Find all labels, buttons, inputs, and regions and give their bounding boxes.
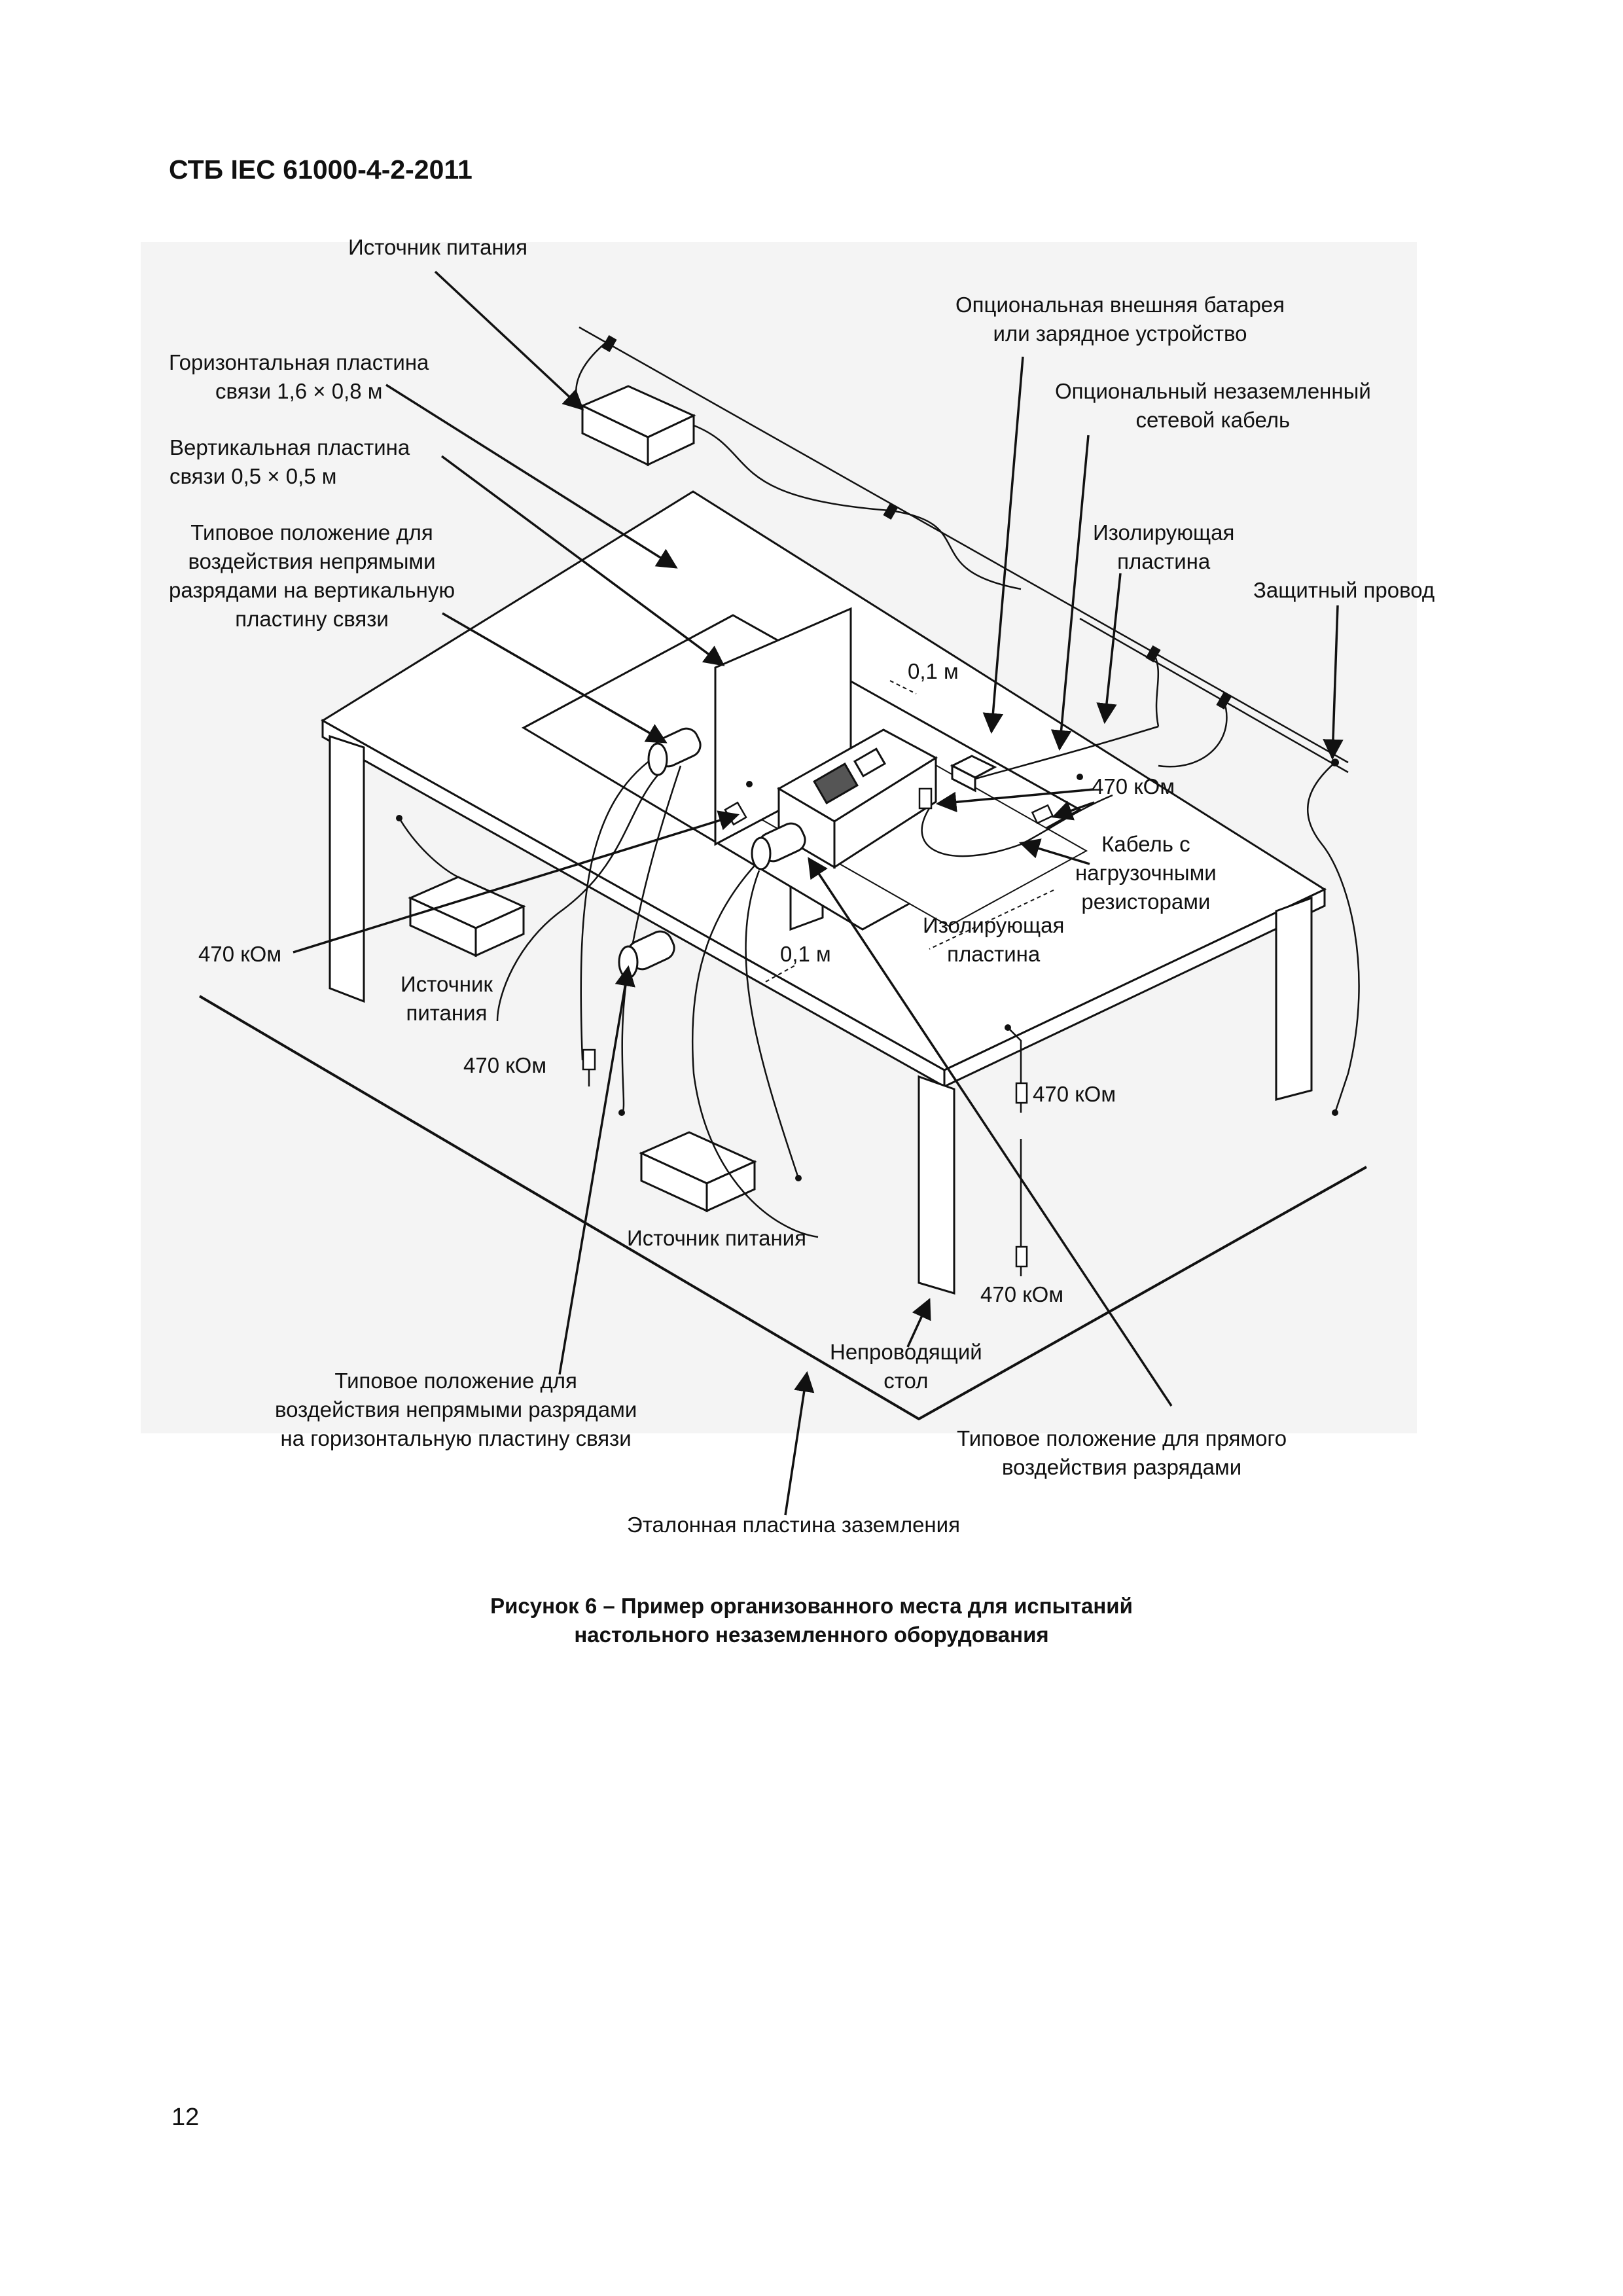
label-indirect-discharge-hcp: Типовое положение для воздействия непрям… xyxy=(275,1369,637,1450)
label-optional-battery: Опциональная внешняя батарея или зарядно… xyxy=(955,293,1285,346)
page-number: 12 xyxy=(171,2104,200,2131)
figure-caption: Рисунок 6 – Пример организованного места… xyxy=(366,1592,1257,1649)
label-horizontal-coupling-plane: Горизонтальная пластина связи 1,6 × 0,8 … xyxy=(169,350,429,403)
label-distance-mid: 0,1 м xyxy=(780,942,831,966)
leader-lines xyxy=(293,270,1344,1516)
label-direct-discharge: Типовое положение для прямого воздействи… xyxy=(957,1426,1287,1479)
document-header: СТБ IEC 61000-4-2-2011 xyxy=(169,154,473,185)
label-power-supply-bottom: Источник питания xyxy=(627,1226,806,1250)
label-insulating-support-top: Изолирующая пластина xyxy=(1093,520,1235,573)
power-supply-boxes xyxy=(408,385,997,1213)
label-power-supply-top: Источник питания xyxy=(348,235,527,259)
label-insulating-support-mid: Изолирующая пластина xyxy=(923,913,1065,966)
label-non-conductive-table: Непроводящий стол xyxy=(830,1340,982,1393)
label-indirect-discharge-vcp: Типовое положение для воздействия непрям… xyxy=(169,520,455,631)
label-resistor-right-upper: 470 кОм xyxy=(1033,1082,1116,1106)
caption-line-1: Рисунок 6 – Пример организованного места… xyxy=(490,1594,1133,1618)
label-resistor-left: 470 кОм xyxy=(198,942,282,966)
ground-reference-plane xyxy=(198,995,1367,1421)
label-power-supply-left: Источник питания xyxy=(401,972,493,1025)
dimension-marks xyxy=(765,680,1054,982)
label-optional-power-cable: Опциональный незаземленный сетевой кабел… xyxy=(1055,379,1371,432)
label-vertical-coupling-plane: Вертикальная пластина связи 0,5 × 0,5 м xyxy=(169,435,410,488)
label-resistor-lower-left: 470 кОм xyxy=(463,1053,547,1077)
label-resistor-right-lower: 470 кОм xyxy=(980,1282,1064,1306)
label-distance-top: 0,1 м xyxy=(908,659,959,683)
test-setup-drawing xyxy=(141,242,1417,1516)
equipment-under-test xyxy=(776,728,938,869)
test-setup-figure: Источник питания Опциональная внешняя ба… xyxy=(141,235,1435,1537)
caption-line-2: настольного незаземленного оборудования xyxy=(574,1623,1049,1647)
label-ground-reference-plane: Эталонная пластина заземления xyxy=(627,1513,960,1537)
wire-clips xyxy=(396,334,1339,1181)
label-load-resistor-cable: Кабель с нагрузочными резисторами xyxy=(1075,832,1217,914)
label-ground-wire: Защитный провод xyxy=(1253,578,1435,602)
label-resistor-top: 470 кОм xyxy=(1092,774,1175,798)
